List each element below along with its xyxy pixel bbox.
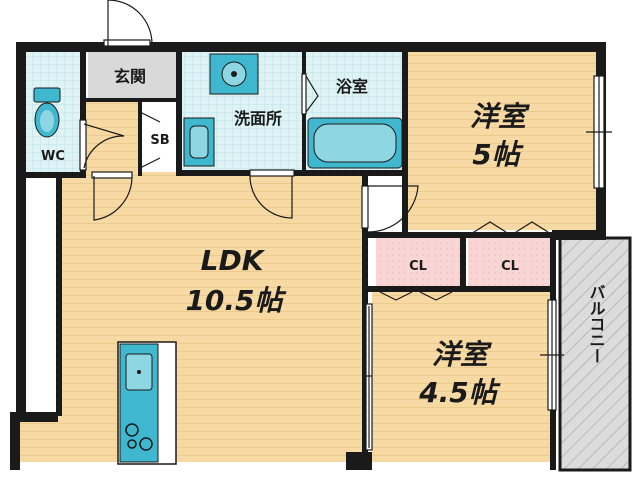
bedroom-1-window bbox=[586, 75, 612, 189]
bedroom-1-name: 洋室 bbox=[470, 100, 530, 133]
fixtures bbox=[33, 53, 403, 465]
toilet-fixture bbox=[33, 87, 61, 138]
washing-machine-pan bbox=[209, 53, 259, 95]
balcony-area bbox=[558, 236, 632, 472]
sliding-door-ldk-bedroom bbox=[365, 303, 373, 451]
closet-2-doors bbox=[473, 221, 549, 233]
bedroom-2-name: 洋室 bbox=[432, 338, 492, 371]
bedroom-2-size: 4.5帖 bbox=[418, 376, 501, 409]
balcony-label: バルコニー bbox=[587, 284, 606, 364]
closet-2-label: CL bbox=[501, 259, 519, 274]
ldk-size: 10.5帖 bbox=[185, 284, 286, 317]
bath-door bbox=[301, 73, 319, 115]
bedroom-1-size: 5帖 bbox=[472, 138, 523, 171]
bedroom-1-floor bbox=[406, 52, 600, 230]
hall-to-ldk-door bbox=[91, 171, 133, 221]
bedroom-2-floor bbox=[372, 290, 552, 462]
bedroom-1-door bbox=[361, 185, 419, 233]
storage-door bbox=[139, 111, 161, 169]
floors bbox=[16, 52, 600, 462]
storage-floor bbox=[142, 108, 180, 172]
closet-1-label: CL bbox=[409, 259, 427, 274]
balcony-window bbox=[540, 299, 564, 411]
washroom-door bbox=[249, 169, 295, 219]
entrance-floor bbox=[88, 52, 176, 98]
closet-1-doors bbox=[379, 291, 453, 301]
ldk-name: LDK bbox=[201, 244, 266, 277]
toilet-label: WC bbox=[41, 149, 65, 164]
bathtub bbox=[307, 117, 403, 169]
washroom-label: 洗面所 bbox=[234, 109, 282, 128]
entrance-label: 玄関 bbox=[114, 67, 146, 86]
storage-label: SB bbox=[150, 133, 169, 148]
closet-2-floor bbox=[468, 238, 552, 288]
kitchen-counter bbox=[117, 341, 177, 465]
bath-label: 浴室 bbox=[336, 77, 368, 96]
closet-1-floor bbox=[376, 238, 460, 288]
ldk-floor-lower bbox=[16, 418, 76, 462]
front-door bbox=[103, 0, 153, 47]
ldk-floor bbox=[56, 172, 366, 462]
toilet-door bbox=[79, 119, 125, 171]
washbasin bbox=[183, 117, 215, 167]
doors bbox=[79, 0, 612, 451]
